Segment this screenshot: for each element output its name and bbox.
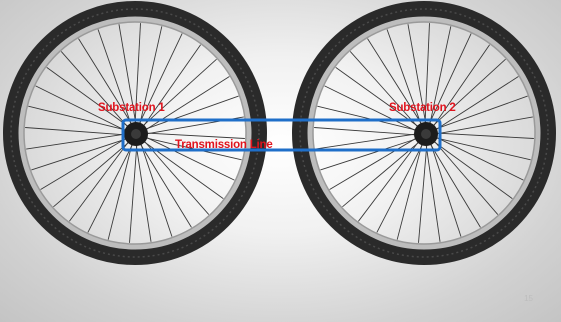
spoke: [431, 44, 490, 129]
spoke: [142, 95, 239, 131]
spoke: [53, 140, 132, 208]
spoke: [31, 137, 130, 171]
spoke: [429, 140, 462, 237]
spoke: [430, 58, 506, 128]
spoke: [320, 137, 420, 171]
spoke: [107, 141, 134, 240]
spoke: [367, 38, 424, 127]
spoke: [26, 133, 129, 150]
spoke: [141, 44, 201, 129]
spoke: [28, 105, 129, 132]
spoke: [433, 136, 531, 161]
spoke: [143, 132, 245, 139]
spoke: [140, 58, 217, 128]
transmission-line-label: Transmission Line: [175, 139, 273, 151]
spoke: [143, 76, 230, 132]
spoke: [25, 127, 129, 136]
tire-tread: [299, 8, 549, 258]
spoke: [118, 24, 137, 127]
tire-tread: [10, 8, 260, 258]
wheel-left: [3, 1, 267, 265]
rim: [307, 16, 541, 250]
substation-2-label: Substation 2: [389, 102, 456, 114]
spoke: [418, 141, 428, 243]
spoke: [317, 105, 419, 132]
rim-inner-edge: [23, 21, 247, 245]
spoke: [432, 138, 499, 215]
spoke: [97, 29, 133, 128]
spoke: [135, 141, 152, 242]
spoke: [433, 132, 534, 139]
hub-axle: [131, 129, 141, 139]
spoke: [386, 29, 423, 128]
spoke: [335, 67, 421, 129]
rim: [18, 16, 252, 250]
slide-number: 15: [524, 294, 533, 303]
wheel-right: [292, 1, 556, 265]
spoke: [433, 116, 533, 135]
spoke: [35, 85, 129, 133]
spoke: [87, 141, 135, 233]
spoke: [329, 136, 419, 190]
spoke: [433, 76, 519, 132]
spoke: [137, 33, 183, 127]
spoke: [134, 23, 141, 127]
rim-inner-edge: [312, 21, 536, 245]
spoke: [425, 141, 441, 242]
substation-1-label: Substation 1: [98, 102, 165, 114]
spoke: [424, 23, 430, 127]
spoke: [427, 33, 472, 127]
spoke: [69, 139, 131, 222]
spoke: [143, 135, 235, 181]
spoke: [60, 51, 130, 130]
spoke: [139, 140, 173, 237]
spoke: [315, 133, 419, 150]
spoke: [358, 139, 421, 222]
spoke: [428, 141, 481, 228]
spoke: [432, 95, 528, 131]
transmission-line-box: [121, 118, 442, 152]
spoke: [324, 85, 419, 133]
spoke: [138, 141, 192, 228]
spoke: [407, 24, 427, 127]
spoke: [376, 141, 425, 233]
spoke: [314, 127, 419, 136]
hub-axle: [421, 129, 431, 139]
spoke: [129, 141, 138, 243]
spoke: [431, 139, 513, 199]
spoke: [78, 38, 134, 127]
spoke: [428, 26, 452, 127]
spoke: [349, 51, 420, 130]
spoke: [433, 135, 524, 181]
spoke: [40, 136, 129, 190]
spoke: [46, 67, 131, 129]
spoke: [138, 26, 163, 127]
spoke: [396, 141, 424, 240]
